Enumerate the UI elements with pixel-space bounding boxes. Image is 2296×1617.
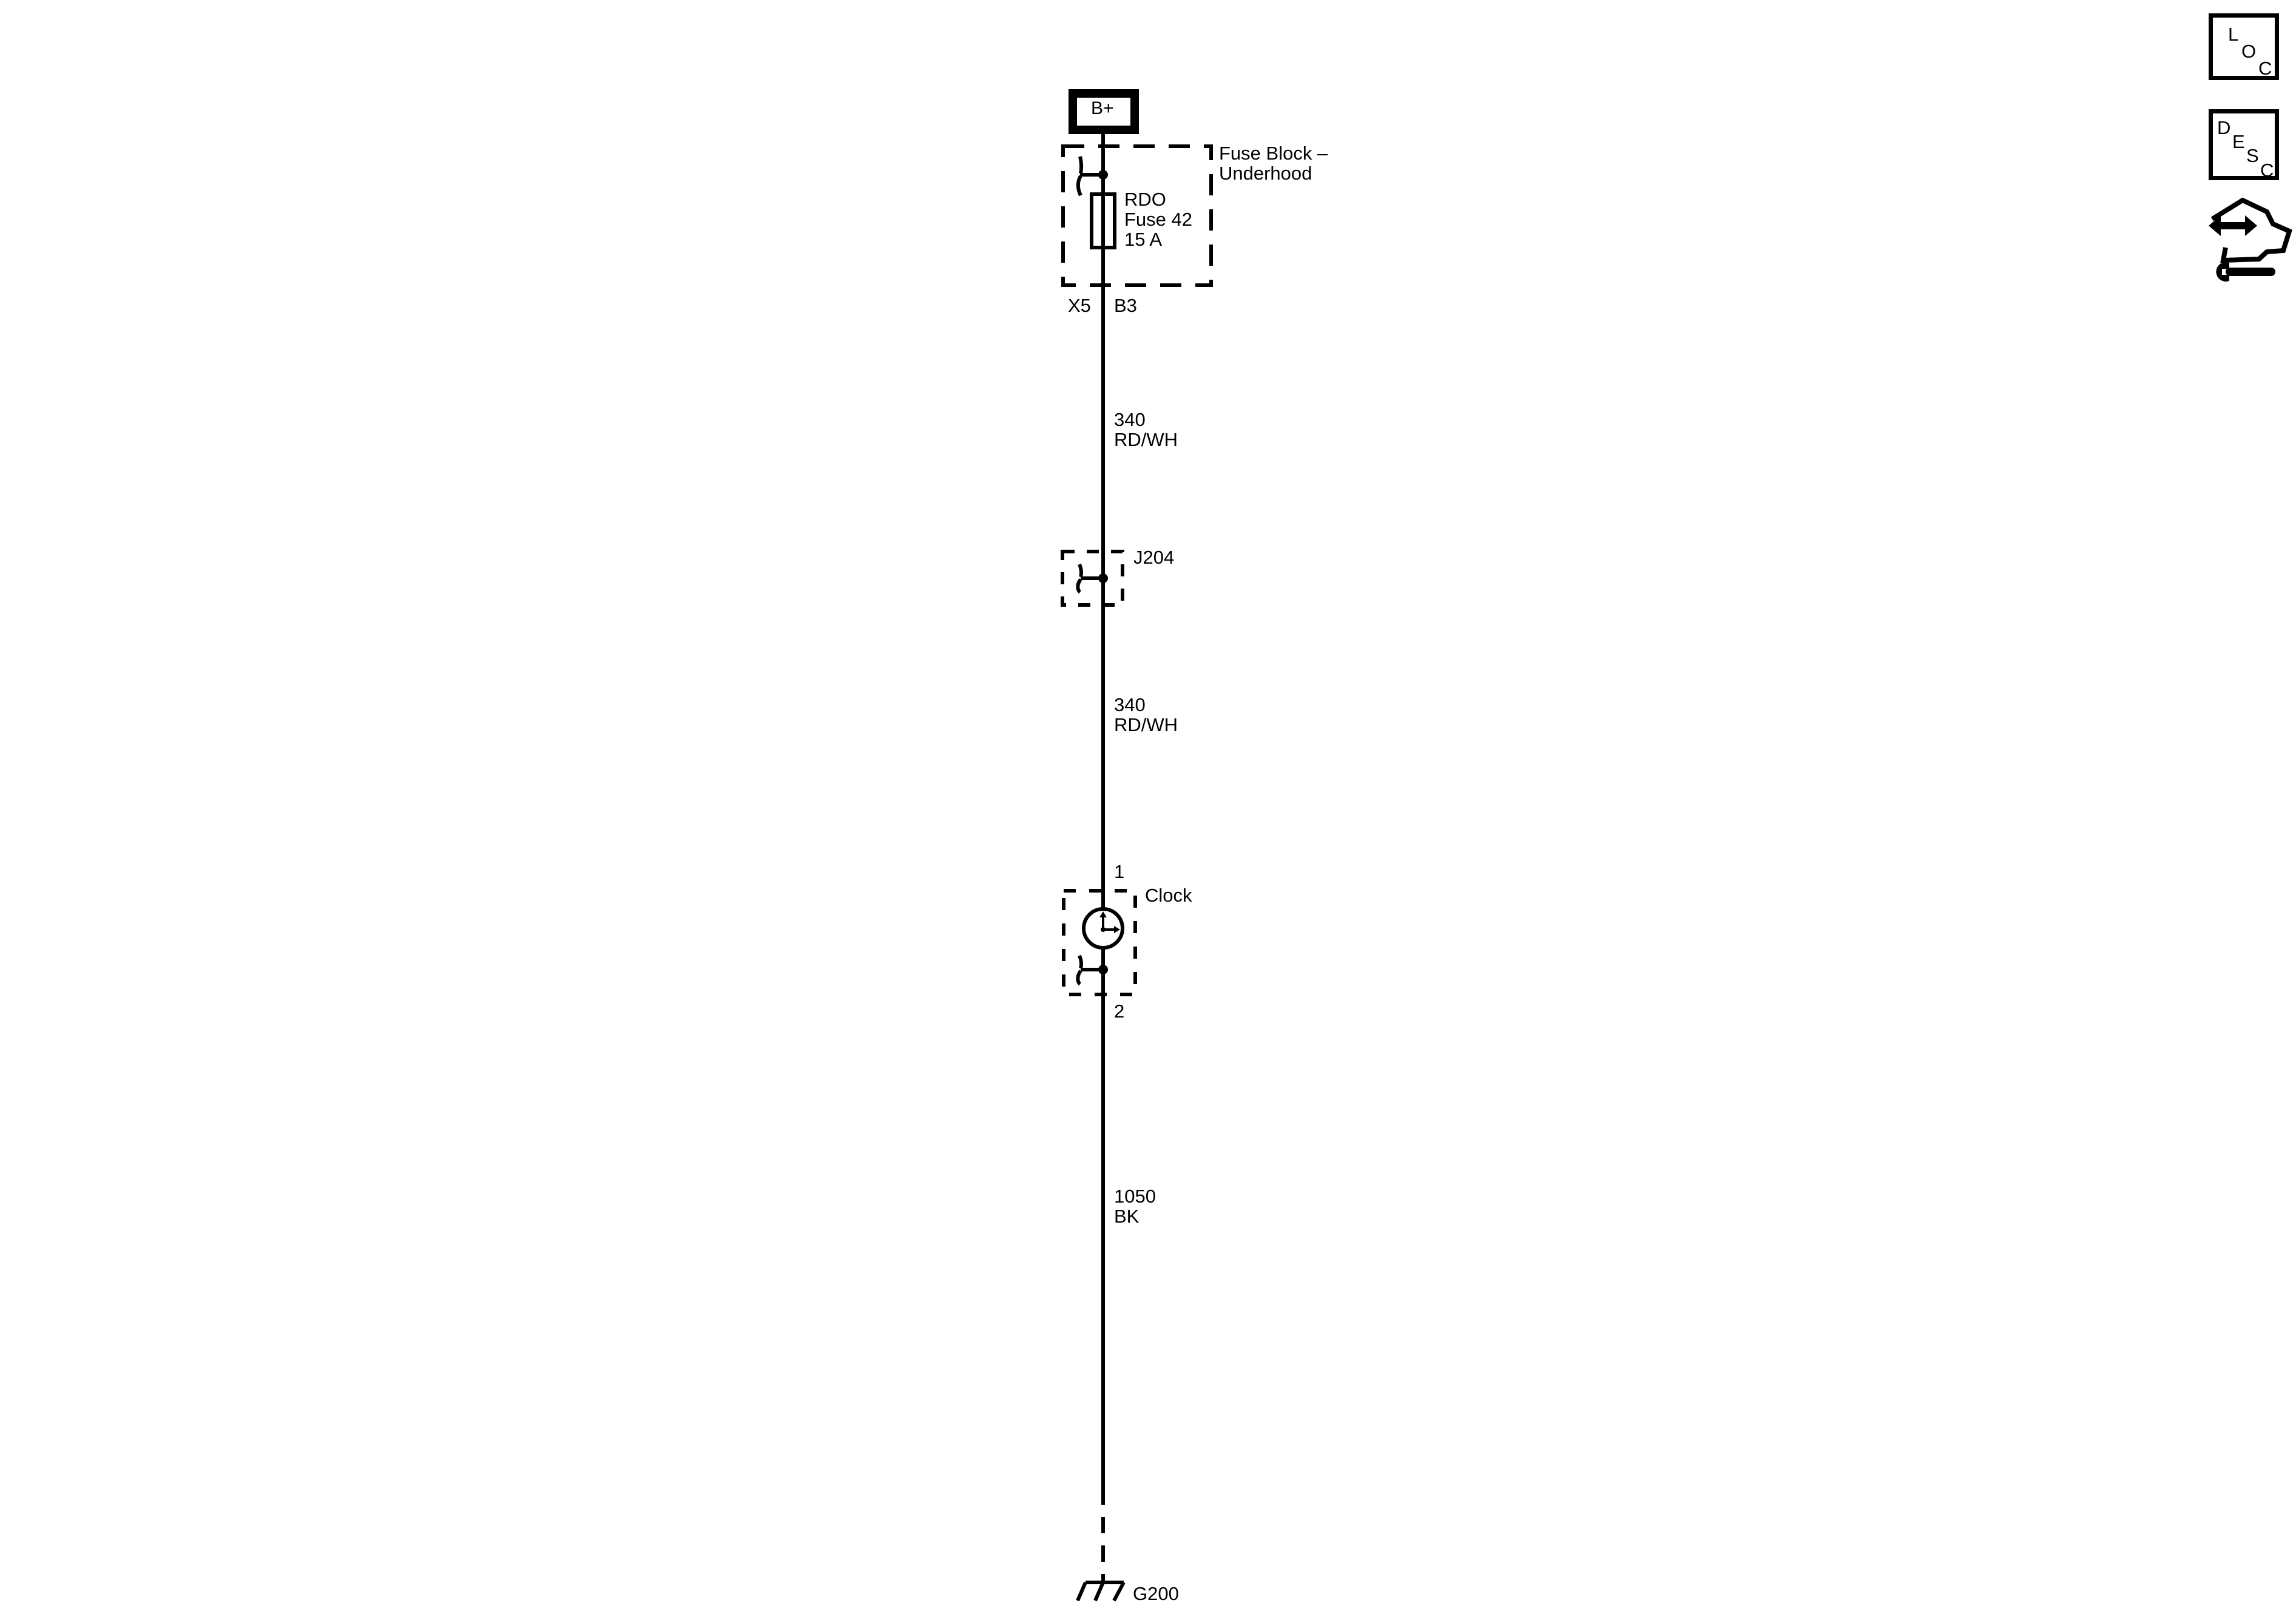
desc-letter-d: D (2217, 117, 2231, 138)
loc-letter-c: C (2258, 58, 2272, 79)
desc-letter-e: E (2232, 131, 2245, 152)
splice-outline (1061, 550, 1124, 607)
desc-letter-c: C (2260, 160, 2274, 181)
description-button[interactable]: D E S C (2209, 109, 2279, 180)
fuse-name-label: RDO (1124, 189, 1166, 210)
wire-1-color-label: RD/WH (1114, 429, 1178, 450)
clock-ground-node-icon (1076, 954, 1108, 986)
wire-3-color-label: BK (1114, 1206, 1140, 1227)
loc-letter-l: L (2228, 24, 2239, 45)
fuse-block-connector-label: X5 (1068, 295, 1091, 316)
wrench-icon (2216, 262, 2275, 282)
ground-label: G200 (1133, 1583, 1179, 1604)
clock-icon (1082, 907, 1124, 950)
clock-label: Clock (1145, 885, 1192, 906)
wire-2-color-label: RD/WH (1114, 714, 1178, 735)
battery-positive-label: B+ (1091, 98, 1114, 118)
splice-label: J204 (1133, 547, 1175, 568)
fuse-icon (1090, 192, 1116, 249)
bus-node-icon (1076, 156, 1108, 197)
battery-positive-box (1069, 89, 1139, 134)
wire-2-circuit-label: 340 (1114, 694, 1146, 715)
double-arrow-icon (2209, 215, 2257, 236)
fuse-block-pin-label: B3 (1114, 295, 1137, 316)
fuse-number-label: Fuse 42 (1124, 209, 1193, 230)
clock-pin-1-label: 1 (1114, 861, 1125, 882)
fuse-block-name-line2: Underhood (1219, 163, 1312, 184)
clock-outline (1062, 889, 1137, 996)
ground-icon (1076, 1581, 1126, 1602)
splice-node-icon (1076, 563, 1108, 594)
wire-1-circuit-label: 340 (1114, 409, 1146, 430)
desc-letter-s: S (2246, 145, 2259, 166)
wire-3-circuit-label: 1050 (1114, 1186, 1156, 1207)
fuse-block-name-line1: Fuse Block – (1219, 143, 1328, 164)
fuse-block-outline (1061, 144, 1213, 287)
clock-pin-2-label: 2 (1114, 1001, 1125, 1022)
location-button[interactable]: L O C (2209, 13, 2279, 80)
connector-wrench-icon[interactable] (2209, 197, 2294, 285)
fuse-rating-label: 15 A (1124, 229, 1163, 250)
loc-letter-o: O (2241, 41, 2257, 62)
